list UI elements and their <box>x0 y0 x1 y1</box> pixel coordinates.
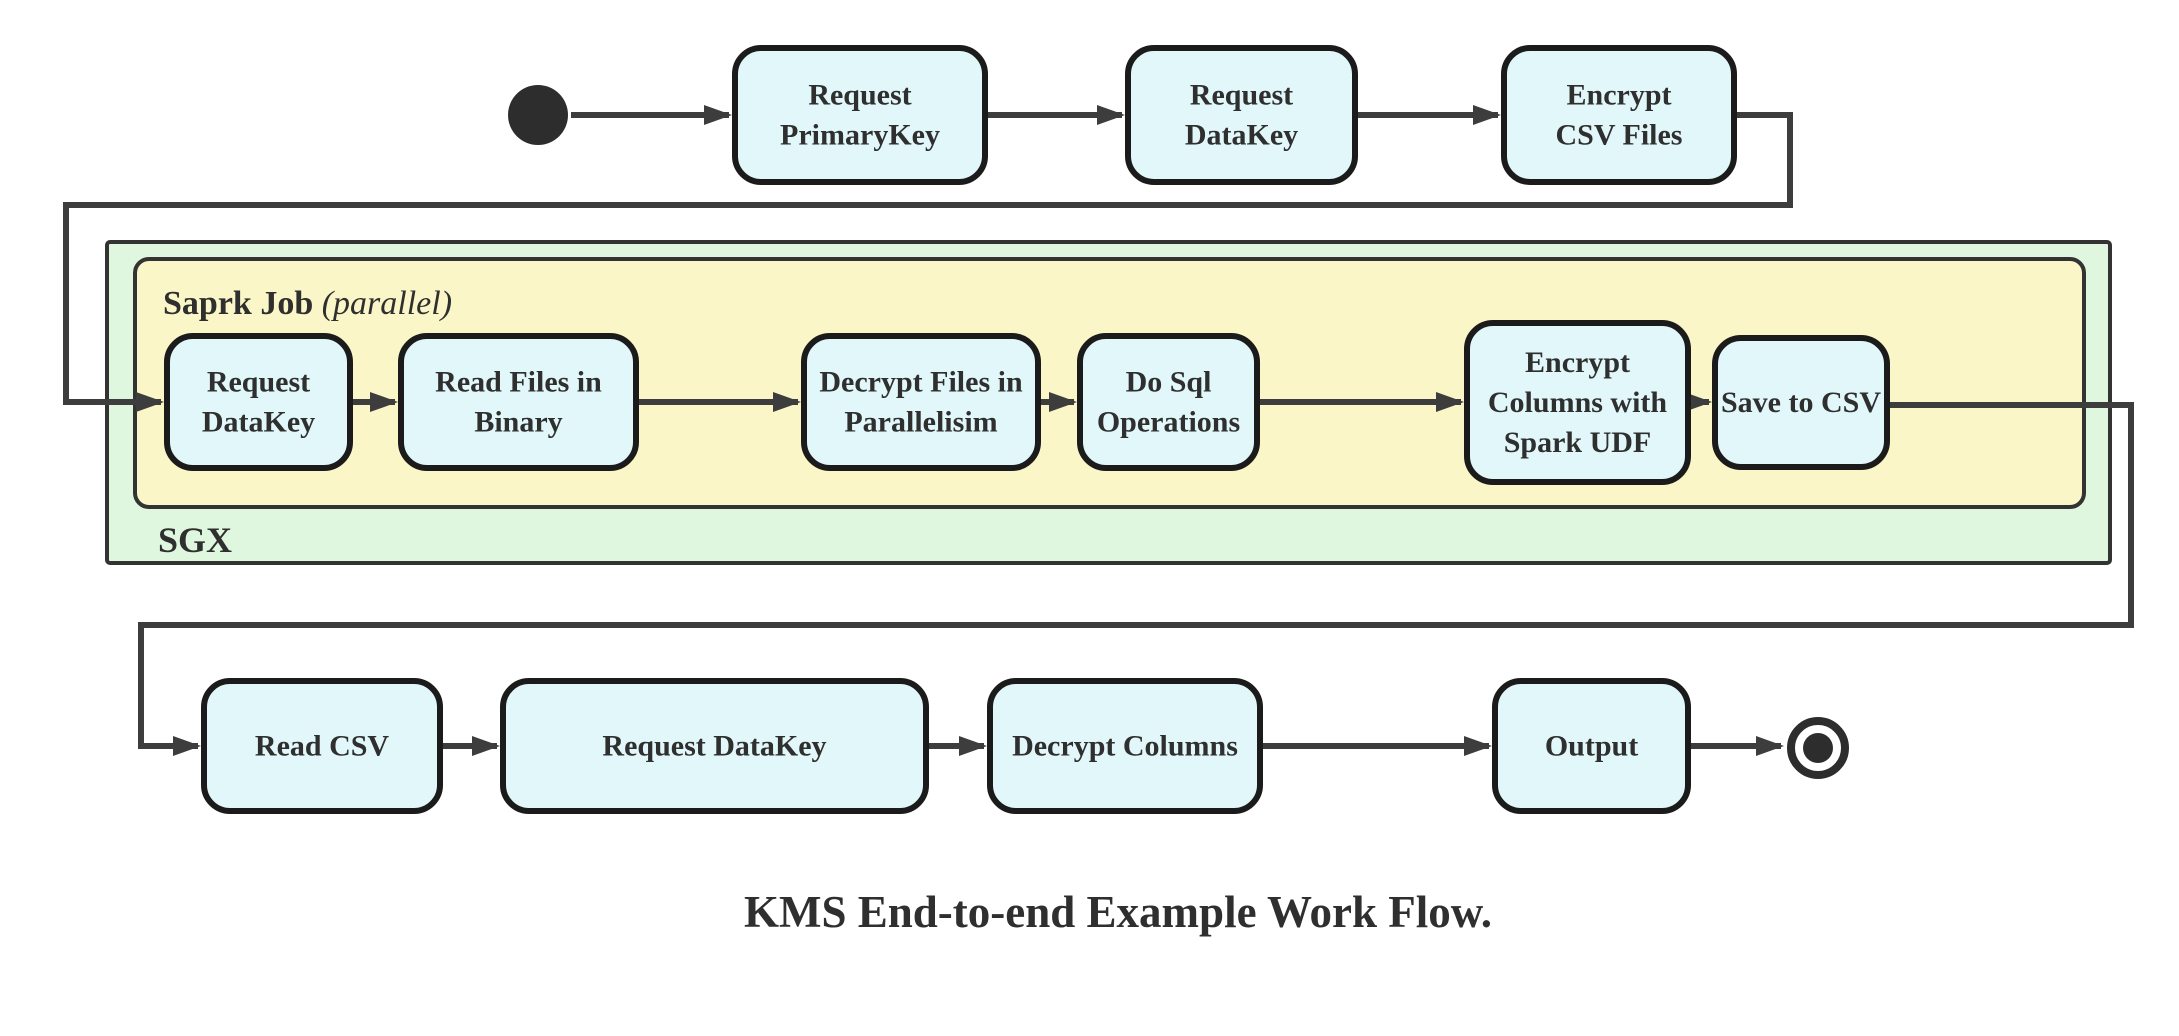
node-output: Output <box>1492 678 1691 814</box>
node-label-decrypt-columns: Decrypt Columns <box>1012 730 1238 763</box>
spark-job-label: Saprk Job (parallel) <box>163 285 452 322</box>
node-request-datakey-bottom: Request DataKey <box>500 678 929 814</box>
node-box-save-to-csv <box>1712 335 1890 470</box>
node-label-request-datakey-bottom: Request DataKey <box>602 730 826 763</box>
node-box-encrypt-csv-files <box>1501 45 1737 185</box>
node-save-to-csv: Save to CSV <box>1712 335 1890 470</box>
node-box-decrypt-columns <box>987 678 1263 814</box>
edge-encrypt-csv-files-to-sgx-request-datakey <box>63 112 1793 412</box>
start-state-icon <box>508 85 568 145</box>
node-decrypt-columns: Decrypt Columns <box>987 678 1263 814</box>
node-box-do-sql-operations <box>1077 333 1260 471</box>
node-label-output: Output <box>1545 730 1638 763</box>
node-label-read-csv: Read CSV <box>255 730 390 763</box>
node-box-read-csv <box>201 678 443 814</box>
node-box-decrypt-files-in-parallelisim <box>801 333 1041 471</box>
node-read-csv: Read CSV <box>201 678 443 814</box>
node-box-request-primarykey <box>732 45 988 185</box>
node-box-read-files-in-binary <box>398 333 639 471</box>
sgx-label: SGX <box>158 520 232 560</box>
node-box-request-datakey-bottom <box>500 678 929 814</box>
edge-save-to-csv-to-read-csv <box>138 402 2134 756</box>
node-box-encrypt-columns-with-spark-udf <box>1464 320 1691 485</box>
node-box-request-datakey-top <box>1125 45 1358 185</box>
node-box-output <box>1492 678 1691 814</box>
end-state-inner-dot-icon <box>1803 733 1833 763</box>
node-label-save-to-csv: Save to CSV <box>1721 386 1881 419</box>
diagram-title: KMS End-to-end Example Work Flow. <box>744 887 1492 937</box>
node-box-sgx-request-datakey <box>164 333 353 471</box>
